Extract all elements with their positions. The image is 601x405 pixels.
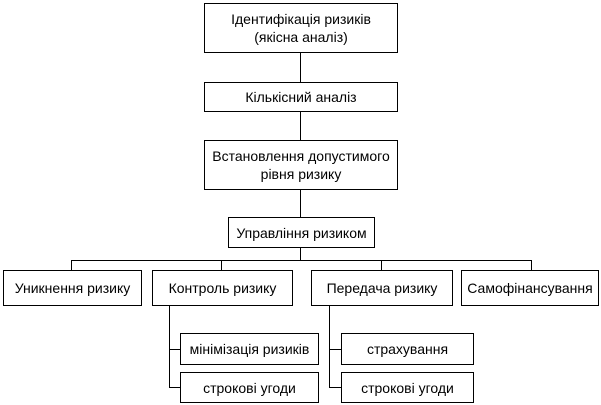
transfer-connector xyxy=(381,260,382,270)
transfer-sub-trunk xyxy=(329,306,330,388)
identification-box: Ідентифікація ризиків (якісна аналіз) xyxy=(204,3,398,53)
branch-bus xyxy=(71,260,532,261)
insurance-box: страхування xyxy=(341,333,474,365)
transfer-term-agreements-box: строкові угоди xyxy=(341,372,474,403)
control-term-agreements-box: строкові угоди xyxy=(180,372,319,403)
control-term-connector xyxy=(169,387,180,388)
transfer-term-connector xyxy=(329,387,341,388)
acceptable-level-box: Встановлення допустимого рівня ризику xyxy=(204,140,398,190)
main-connector xyxy=(300,53,301,217)
control-box: Контроль ризику xyxy=(152,270,293,306)
self-financing-connector xyxy=(531,260,532,270)
control-sub-trunk xyxy=(169,306,170,388)
management-box: Управління ризиком xyxy=(228,217,375,248)
avoidance-box: Уникнення ризику xyxy=(3,270,142,306)
control-connector xyxy=(221,260,222,270)
transfer-box: Передача ризику xyxy=(311,270,453,306)
management-connector xyxy=(300,248,301,260)
quantitative-box: Кількісний аналіз xyxy=(204,82,398,112)
insurance-connector xyxy=(329,349,341,350)
minimization-connector xyxy=(169,349,180,350)
minimization-box: мінімізація ризиків xyxy=(180,333,319,365)
avoidance-connector xyxy=(71,260,72,270)
self-financing-box: Самофінансування xyxy=(461,270,599,306)
